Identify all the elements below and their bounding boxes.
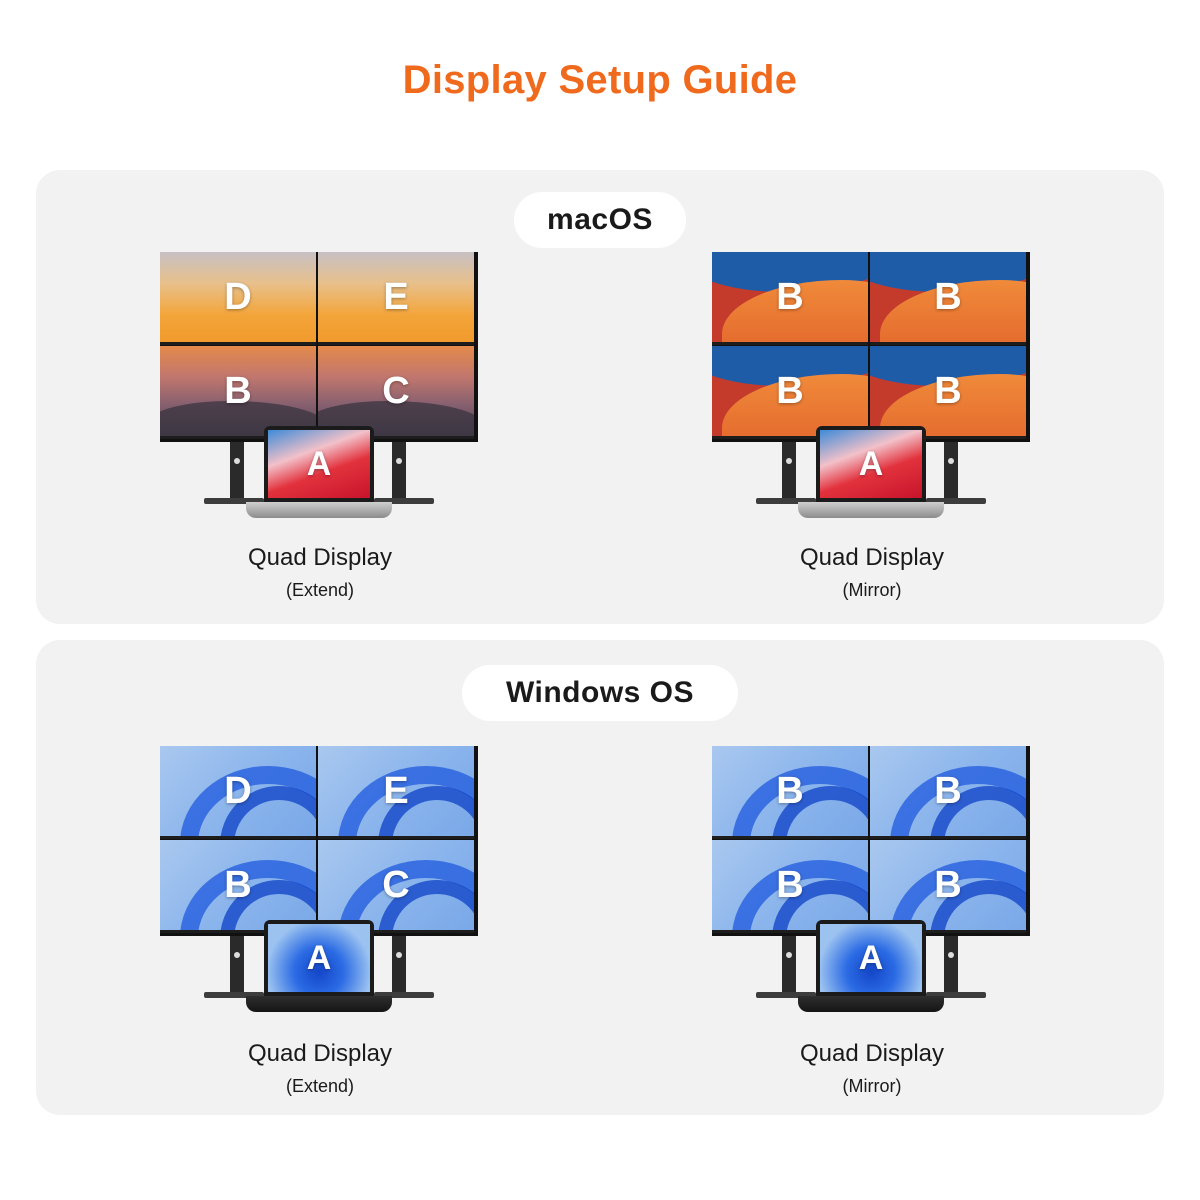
setup-caption: Quad Display bbox=[247, 1040, 393, 1067]
windows-extend-setup: D E B C A Quad Display (Extend) bbox=[160, 746, 480, 1096]
screen-letter: B bbox=[776, 769, 804, 812]
screen-letter: B bbox=[776, 369, 804, 412]
stand-base bbox=[926, 992, 986, 998]
monitor-wall: B B B B bbox=[712, 252, 1030, 442]
laptop-keyboard bbox=[246, 996, 392, 1012]
screen-letter: A bbox=[858, 444, 884, 483]
setup-mode: (Extend) bbox=[285, 1076, 355, 1096]
laptop: A bbox=[816, 426, 926, 502]
monitor-stand bbox=[230, 936, 244, 996]
monitor-screen: B bbox=[870, 346, 1026, 439]
laptop-keyboard bbox=[798, 502, 944, 518]
stand-base bbox=[374, 498, 434, 504]
monitor-wall: B B B B bbox=[712, 746, 1030, 936]
stand-base bbox=[756, 992, 816, 998]
screen-letter: B bbox=[776, 275, 804, 318]
monitor-stand bbox=[944, 442, 958, 502]
monitor-stand bbox=[392, 936, 406, 996]
screen-letter: C bbox=[382, 369, 410, 412]
monitor-screen: B bbox=[870, 840, 1026, 933]
monitor-stand bbox=[782, 936, 796, 996]
setup-mode: (Mirror) bbox=[842, 580, 902, 600]
screen-letter: A bbox=[306, 938, 332, 977]
page-title: Display Setup Guide bbox=[402, 58, 798, 102]
monitor-screen: D bbox=[160, 252, 316, 345]
screen-letter: A bbox=[858, 938, 884, 977]
monitor-wall: D E B C bbox=[160, 746, 478, 936]
stand-base bbox=[204, 992, 264, 998]
screen-letter: B bbox=[934, 769, 962, 812]
monitor-screen: B bbox=[712, 746, 868, 839]
monitor-stand bbox=[230, 442, 244, 502]
setup-caption: Quad Display bbox=[799, 544, 945, 571]
screen-letter: B bbox=[934, 369, 962, 412]
screen-letter: B bbox=[776, 863, 804, 906]
macos-extend-setup: D E B C A Quad Display (Extend) bbox=[160, 252, 480, 600]
laptop-screen: A bbox=[820, 430, 922, 498]
monitor-screen: D bbox=[160, 746, 316, 839]
laptop: A bbox=[816, 920, 926, 996]
stand-base bbox=[204, 498, 264, 504]
screen-letter: A bbox=[306, 444, 332, 483]
setup-caption: Quad Display bbox=[799, 1040, 945, 1067]
laptop-keyboard bbox=[798, 996, 944, 1012]
monitor-screen: B bbox=[870, 746, 1026, 839]
screen-letter: D bbox=[224, 275, 252, 318]
windows-mirror-setup: B B B B A Quad Display (Mirror) bbox=[712, 746, 1032, 1096]
monitor-screen: E bbox=[318, 252, 474, 345]
screen-letter: E bbox=[383, 275, 409, 318]
os-label-macos: macOS bbox=[514, 192, 686, 248]
monitor-screen: B bbox=[712, 840, 868, 933]
screen-letter: B bbox=[224, 369, 252, 412]
setup-caption: Quad Display bbox=[247, 544, 393, 571]
monitor-stand bbox=[782, 442, 796, 502]
monitor-wall: D E B C bbox=[160, 252, 478, 442]
monitor-stand bbox=[392, 442, 406, 502]
monitor-screen: E bbox=[318, 746, 474, 839]
laptop-screen: A bbox=[268, 924, 370, 992]
monitor-screen: B bbox=[712, 252, 868, 345]
laptop: A bbox=[264, 920, 374, 996]
setup-mode: (Extend) bbox=[285, 580, 355, 600]
monitor-screen: B bbox=[160, 346, 316, 439]
screen-letter: E bbox=[383, 769, 409, 812]
monitor-screen: B bbox=[870, 252, 1026, 345]
monitor-screen: B bbox=[712, 346, 868, 439]
monitor-stand bbox=[944, 936, 958, 996]
windows-section: Windows OS D E B C A Quad Display (Exten… bbox=[36, 640, 1164, 1115]
screen-letter: B bbox=[934, 863, 962, 906]
macos-mirror-setup: B B B B A Quad Display (Mirror) bbox=[712, 252, 1032, 600]
stand-base bbox=[926, 498, 986, 504]
setup-mode: (Mirror) bbox=[842, 1076, 902, 1096]
screen-letter: B bbox=[224, 863, 252, 906]
screen-letter: C bbox=[382, 863, 410, 906]
stand-base bbox=[374, 992, 434, 998]
laptop-keyboard bbox=[246, 502, 392, 518]
screen-letter: B bbox=[934, 275, 962, 318]
laptop: A bbox=[264, 426, 374, 502]
laptop-screen: A bbox=[268, 430, 370, 498]
laptop-screen: A bbox=[820, 924, 922, 992]
monitor-screen: C bbox=[318, 840, 474, 933]
stand-base bbox=[756, 498, 816, 504]
monitor-screen: B bbox=[160, 840, 316, 933]
os-label-windows: Windows OS bbox=[462, 665, 738, 721]
macos-section: macOS D E B C A Quad Display (Extend) B … bbox=[36, 170, 1164, 624]
screen-letter: D bbox=[224, 769, 252, 812]
